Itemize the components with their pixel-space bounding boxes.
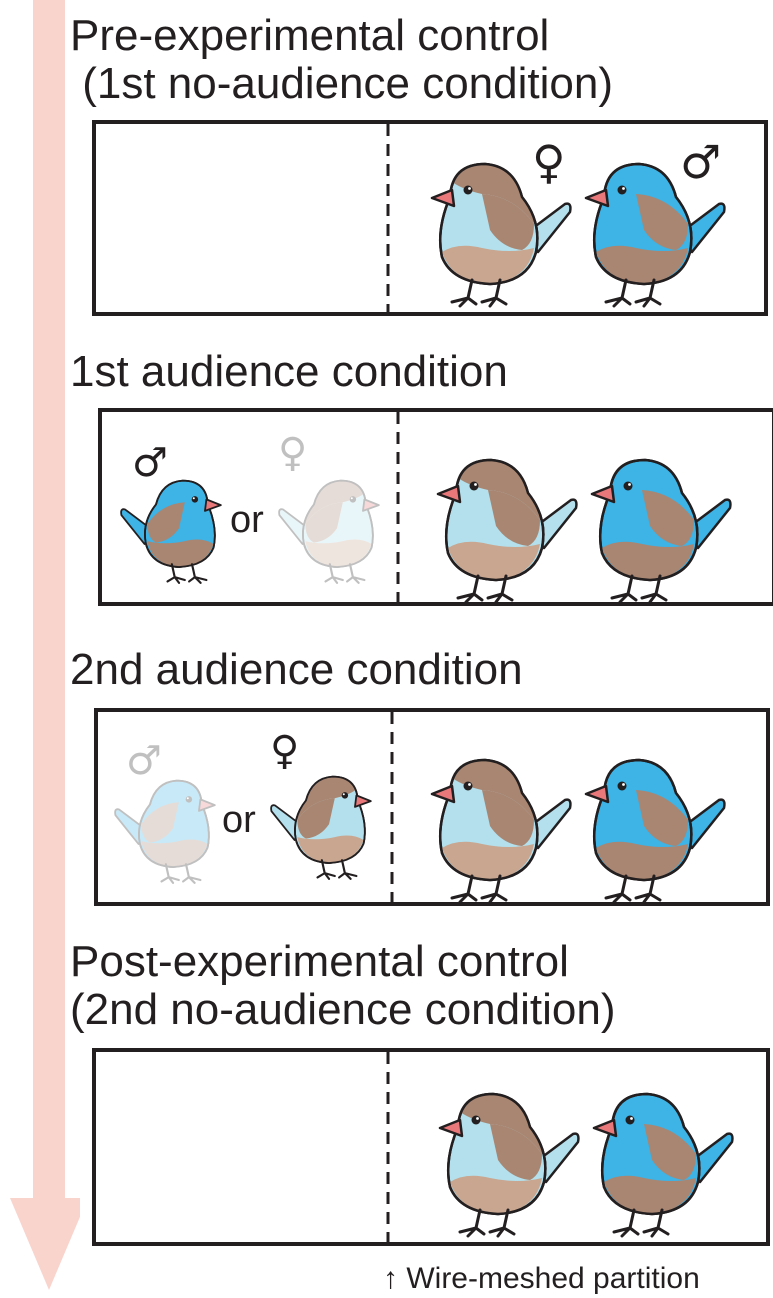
cage-aud2: ♂ ♀ or [94,708,770,906]
audience-female-symbol: ♀ [278,430,307,476]
audience-female-symbol: ♀ [270,728,299,774]
condition-title-aud2: 2nd audience condition [70,645,523,694]
male-symbol: ♂ [680,135,721,189]
partition-note: ↑ Wire-meshed partition [383,1262,700,1295]
condition-title-aud1: 1st audience condition [70,347,508,396]
cage-post [92,1048,770,1246]
condition-title-pre: Pre-experimental control (1st no-audienc… [70,11,613,108]
audience-male-symbol: ♂ [126,738,162,784]
audience-male-symbol: ♂ [132,440,168,486]
or-label: or [230,499,264,541]
condition-title-post: Post-experimental control (2nd no-audien… [70,937,616,1034]
or-label: or [222,799,256,841]
cage-aud1: ♂ ♀ or [98,408,773,606]
female-symbol: ♀ [532,135,566,189]
cage-pre: ♀ ♂ [92,120,768,316]
timeline-arrow [10,0,80,1290]
